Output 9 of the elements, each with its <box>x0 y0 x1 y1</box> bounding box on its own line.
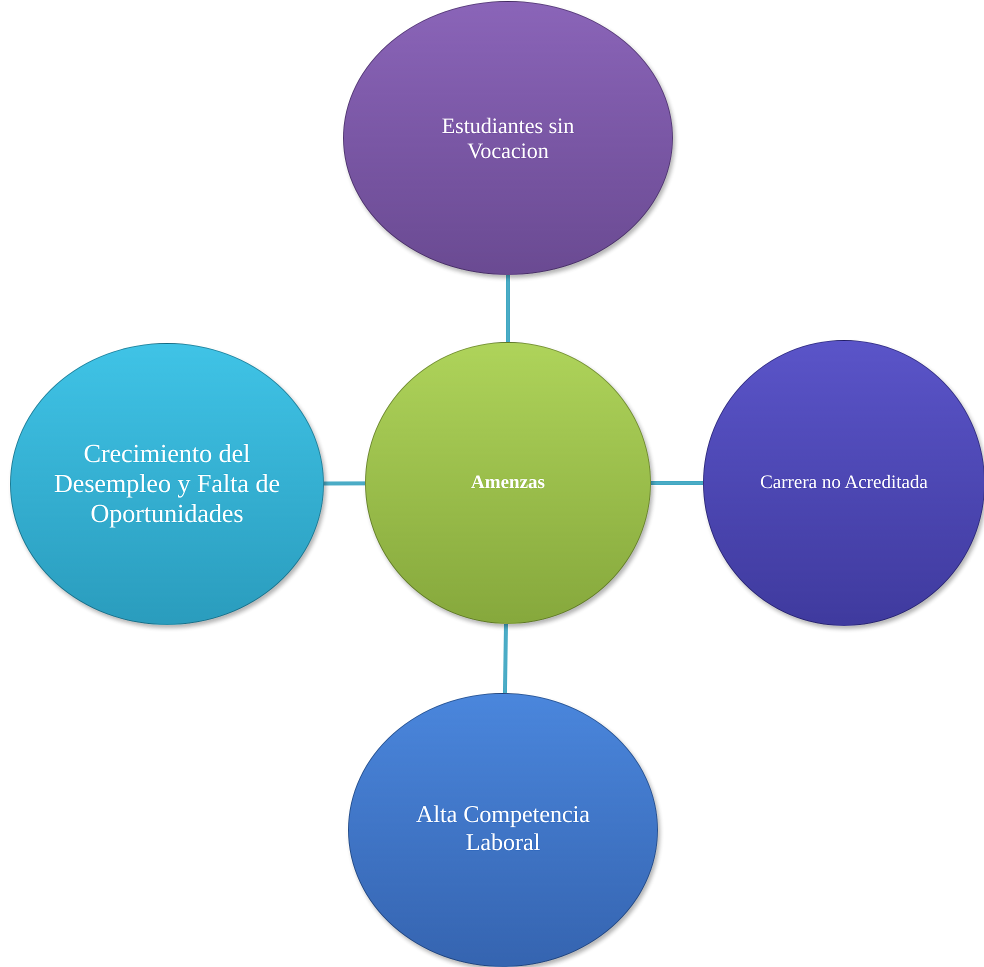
node-label: Crecimiento del Desempleo y Falta de Oportunidades <box>53 439 281 529</box>
connector-line <box>506 275 510 342</box>
node-label: Estudiantes sin Vocacion <box>440 112 576 164</box>
connector-line <box>651 481 703 485</box>
node-label: Alta Competencia Laboral <box>415 802 591 858</box>
connector-line <box>324 481 365 486</box>
node-label: Carrera no Acreditada <box>760 472 928 494</box>
connector-line <box>502 624 508 694</box>
node-label: Amenzas <box>471 472 545 494</box>
